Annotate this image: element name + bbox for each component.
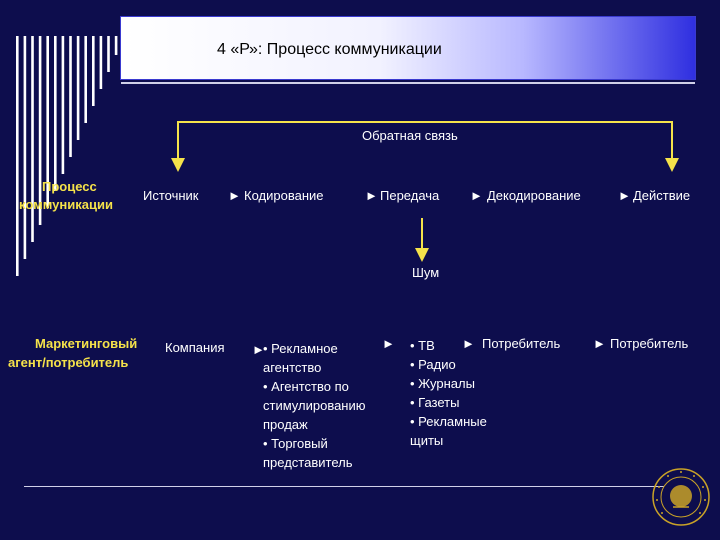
stripe [69,36,72,157]
feedback-arrowhead-right [665,158,679,172]
feedback-label: Обратная связь [362,128,458,143]
list-item: продаж [263,417,308,432]
agencies-list: • Рекламное агентство • Агентство по стимул… [263,339,366,472]
stripe [16,36,19,276]
arrow-icon: ► [365,188,378,203]
noise-arrowhead [415,248,429,262]
list-item: агентство [263,360,322,375]
list-item: щиты [410,433,444,448]
stripe [23,36,27,259]
step-action: Действие [633,188,691,203]
stripe [31,36,34,242]
list-item: • Газеты [410,395,460,410]
stripe [38,36,42,225]
list-item: • Рекламное [263,341,338,356]
step-decoding: Декодирование [487,188,581,203]
stripe [61,36,65,174]
arrow-icon: ► [462,336,475,351]
stripe [54,36,57,191]
feedback-arrowhead-left [171,158,185,172]
arrow-icon: ► [618,188,631,203]
list-item: • Рекламные [410,414,487,429]
stripe [76,36,80,140]
consumer-1: Потребитель [482,336,561,351]
decorative-stripes [16,36,118,276]
stripe [46,36,49,208]
marketing-label-line2: агент/потребитель [8,355,129,370]
noise-label: Шум [412,265,440,280]
step-source: Источник [143,188,199,203]
footer-rule [24,486,664,487]
university-seal-icon [652,468,710,526]
process-label-line1: Процесс [42,179,97,194]
arrow-icon: ► [470,188,483,203]
process-label-line2: коммуникации [19,197,113,212]
arrow-icon: ► [593,336,606,351]
media-list: • ТВ • Радио • Журналы • Газеты • Рекламные щ… [410,336,487,450]
list-item: • Журналы [410,376,475,391]
step-transmission: Передача [380,188,440,203]
list-item: • ТВ [410,338,435,353]
marketing-company: Компания [165,340,225,355]
list-item: • Радио [410,357,456,372]
stripe [84,36,87,123]
list-item: • Агентство по [263,379,349,394]
stripe [92,36,95,106]
list-item: • Торговый [263,436,328,451]
list-item: представитель [263,455,353,470]
stripe [114,36,118,55]
marketing-label-line1: Маркетинговый [35,336,138,351]
title-underline [121,82,695,84]
arrow-icon: ► [382,336,395,351]
title-banner: 4 «Р»: Процесс коммуникации [121,17,695,79]
stripe [107,36,110,72]
arrow-icon: ► [252,342,265,357]
consumer-2: Потребитель [610,336,689,351]
step-encoding: Кодирование [244,188,324,203]
slide-title: 4 «Р»: Процесс коммуникации [217,41,442,58]
feedback-line [177,121,673,160]
list-item: стимулированию [263,398,366,413]
arrow-icon: ► [228,188,241,203]
stripe [99,36,103,89]
